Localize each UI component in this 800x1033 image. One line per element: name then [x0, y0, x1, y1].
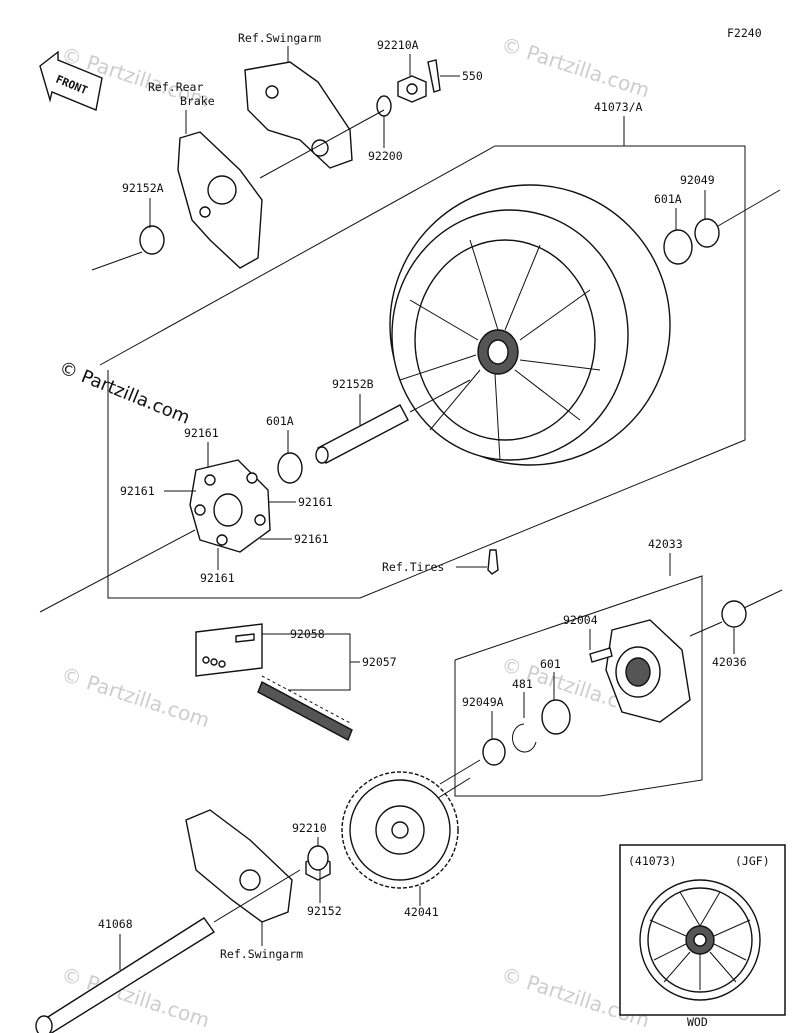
label-92049A: 92049A [462, 695, 504, 709]
circlip-481 [512, 723, 537, 753]
rear-axle [35, 917, 216, 1033]
seal-92049 [694, 218, 720, 248]
label-42033: 42033 [648, 537, 683, 551]
cush-drive-damper [189, 459, 271, 553]
wheel-group-outline [99, 145, 746, 599]
label-92152A: 92152A [122, 181, 164, 195]
rear-sprocket [341, 771, 459, 889]
copyright-text: © Partzilla.com [56, 357, 193, 429]
label-92057: 92057 [362, 655, 397, 669]
label-ref-swingarm-bottom: Ref.Swingarm [220, 947, 303, 961]
chain-joint-kit [195, 623, 263, 677]
label-92161-left: 92161 [120, 484, 155, 498]
watermark-text: © Partzilla.com [498, 32, 652, 103]
label-92152: 92152 [307, 904, 342, 918]
label-41068: 41068 [98, 917, 133, 931]
collar-92152B [315, 404, 409, 464]
collar-42036 [721, 600, 747, 628]
collar-92152A [139, 225, 165, 255]
bearing-601A-left [277, 452, 303, 484]
label-601A-right: 601A [654, 192, 682, 206]
inset-part-number: (41073) [628, 854, 676, 868]
label-92004: 92004 [563, 613, 598, 627]
bearing-601A-right [663, 229, 693, 265]
figure-code: F2240 [727, 26, 762, 40]
stud-92004 [589, 647, 613, 663]
watermark-text: © Partzilla.com [58, 662, 212, 733]
drive-chain [257, 675, 353, 741]
sprocket-hub [605, 619, 691, 723]
label-601A-left: 601A [266, 414, 294, 428]
nut-92210A [397, 75, 427, 103]
seal-92049A [482, 738, 506, 766]
rear-brake-bracket [177, 131, 263, 269]
label-92200: 92200 [368, 149, 403, 163]
inset-color-code: WOD [687, 1015, 708, 1029]
inset-variant: (JGF) [735, 854, 770, 868]
label-92210: 92210 [292, 821, 327, 835]
label-92152B: 92152B [332, 377, 374, 391]
label-42036: 42036 [712, 655, 747, 669]
collar-92152 [307, 845, 329, 871]
swingarm-bracket-top [244, 61, 353, 169]
label-92161-right: 92161 [298, 495, 333, 509]
label-92161-top: 92161 [184, 426, 219, 440]
label-ref-rear: Ref.Rear [148, 80, 203, 94]
cotter-pin-550 [427, 59, 441, 93]
tire-valve [487, 549, 499, 575]
label-brake: Brake [180, 94, 215, 108]
swingarm-bracket-bottom [185, 809, 293, 923]
label-92049: 92049 [680, 173, 715, 187]
bearing-601 [541, 699, 571, 735]
label-ref-swingarm-top: Ref.Swingarm [238, 31, 321, 45]
label-ref-tires: Ref.Tires [382, 560, 444, 574]
label-481: 481 [512, 677, 533, 691]
label-92161-right2: 92161 [294, 532, 329, 546]
label-92210A: 92210A [377, 38, 419, 52]
label-41073A: 41073/A [594, 100, 643, 114]
wheel-variant-inset: (41073) (JGF) WOD [619, 844, 786, 1029]
label-42041: 42041 [404, 905, 439, 919]
chain-bracket [288, 633, 351, 691]
rear-wheel [389, 184, 671, 466]
label-601: 601 [540, 657, 561, 671]
hub-group-outline [454, 575, 703, 797]
label-550: 550 [462, 69, 483, 83]
label-92161-bottom: 92161 [200, 571, 235, 585]
front-arrow-icon: FRONT [39, 50, 103, 111]
